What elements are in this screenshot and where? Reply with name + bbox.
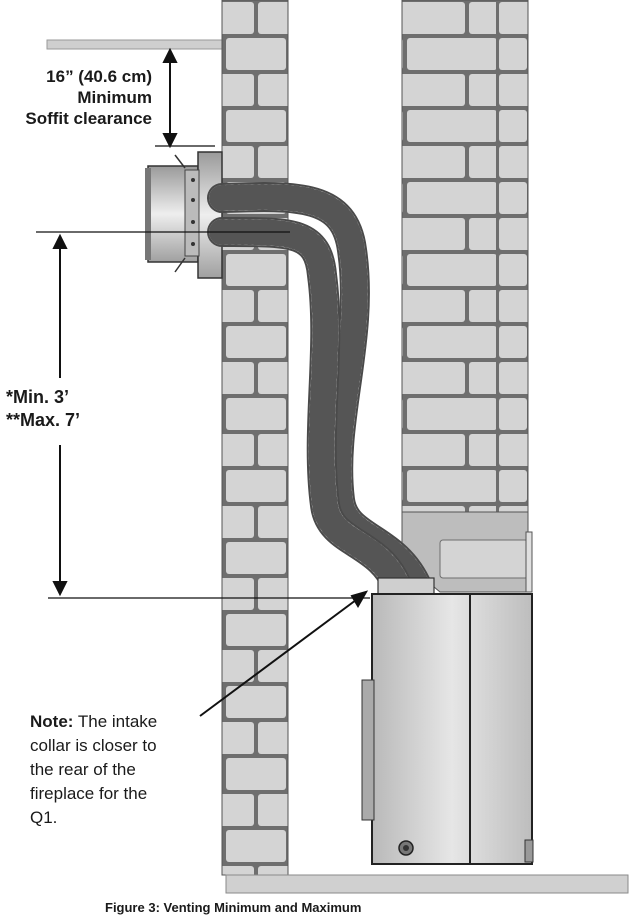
- note-line-5: Q1.: [30, 808, 58, 827]
- note-line-4: fireplace for the: [30, 784, 148, 803]
- flex-vent-pipe-icon: [207, 181, 433, 603]
- soffit-line-2: Minimum: [77, 88, 152, 107]
- dimension-arrow-icon: [155, 47, 215, 149]
- note-line-3: the rear of the: [30, 760, 136, 779]
- vent-range-label: *Min. 3’ **Max. 7’: [6, 386, 136, 432]
- note-prefix: Note:: [30, 712, 74, 731]
- vent-min-label: *Min. 3’: [6, 387, 70, 407]
- floor: [225, 874, 629, 894]
- soffit-line-1: 16” (40.6 cm): [46, 67, 152, 86]
- vent-cap-icon: [145, 151, 223, 279]
- soffit: [46, 39, 223, 50]
- brick-wall-left: [222, 0, 288, 875]
- brick-wall-right: [402, 0, 528, 512]
- vent-max-label: **Max. 7’: [6, 410, 81, 430]
- note-line-1: The intake: [73, 712, 158, 731]
- soffit-clearance-label: 16” (40.6 cm) Minimum Soffit clearance: [0, 66, 152, 129]
- figure-caption: Figure 3: Venting Minimum and Maximum: [105, 900, 362, 915]
- fireplace-unit: [361, 531, 534, 865]
- note-line-2: collar is closer to: [30, 736, 157, 755]
- soffit-line-3: Soffit clearance: [25, 109, 152, 128]
- note-text: Note: The intake collar is closer to the…: [30, 710, 230, 830]
- dimension-arrow-icon: [36, 231, 370, 599]
